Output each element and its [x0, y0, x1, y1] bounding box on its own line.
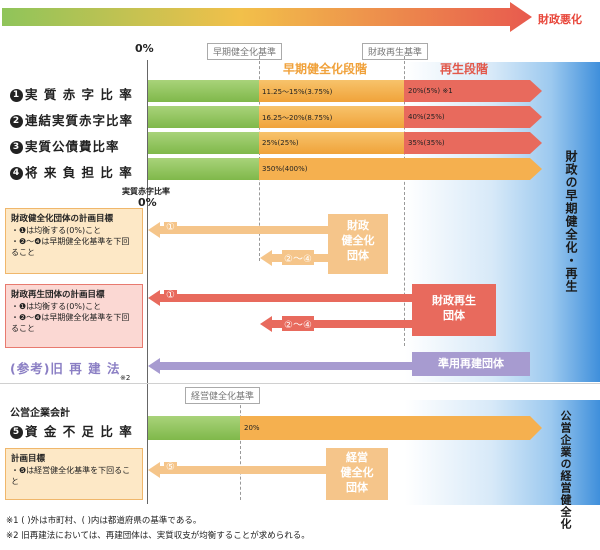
public-enterprise-title: 公営企業会計 [10, 408, 70, 419]
plan5-line: ・❺は経営健全化基準を下回ること [11, 466, 131, 486]
indicator-4-early-value: 350%(400%) [262, 165, 308, 173]
early-standard-label: 早期健全化基準 [207, 43, 283, 60]
indicator-2-number: 2 [10, 115, 23, 128]
indicator-3-bar-green [148, 132, 259, 154]
plan5-title: 計画目標 [11, 454, 46, 464]
mgmt-standard-line [240, 400, 241, 500]
indicator-5-bar-orange [240, 416, 542, 440]
side-text-bottom: 公営企業の経営健全化 [559, 410, 572, 530]
reference-group-box [412, 352, 530, 376]
footnote-2: ※2 旧再建法においては、再建団体は、実質収支が均衡することが求められる。 [6, 531, 310, 541]
sub-axis-zero: 0% [138, 196, 157, 209]
reference-group-label: 準用再建団体 [438, 357, 504, 370]
plan2-line1: ・❶は均衡する(0%)こと [11, 302, 102, 311]
indicator-1-name: 実 質 赤 字 比 率 [25, 87, 133, 102]
plan2-title: 財政再生団体の計画目標 [11, 290, 105, 300]
deterioration-arrow [2, 2, 532, 32]
plan5-arrow-label: ⑤ [164, 462, 177, 473]
indicator-2-bar-red [404, 106, 542, 128]
rebuild-standard-label: 財政再生基準 [362, 43, 429, 60]
indicator-3-name: 実質公債費比率 [25, 139, 120, 154]
rebuild-stage-label: 再生段階 [440, 62, 489, 76]
indicator-1-rebuild-value: 20%(5%) ※1 [408, 87, 453, 95]
reference-note: ※2 [120, 374, 131, 382]
plan5-group-label: 経営 健全化 団体 [340, 451, 374, 494]
indicator-5-number: 5 [10, 426, 23, 439]
plan2-arrow1-label: ① [164, 290, 177, 301]
plan1-title: 財政健全化団体の計画目標 [11, 214, 114, 224]
indicator-2-bar-green [148, 106, 259, 128]
deterioration-title: 財政悪化 [538, 13, 582, 26]
plan1-line1: ・❶は均衡する(0%)こと [11, 226, 102, 235]
indicator-3-bar-orange [259, 132, 404, 154]
plan1-box: 財政健全化団体の計画目標 ・❶は均衡する(0%)こと ・❷～❹は早期健全化基準を… [5, 208, 143, 274]
plan1-arrow1-label: ① [164, 222, 177, 233]
indicator-2-rebuild-value: 40%(25%) [408, 113, 445, 121]
plan1-group-box [328, 214, 388, 274]
side-text-top: 財政の早期健全化・再生 [564, 150, 578, 293]
plan2-group-label: 財政再生 団体 [432, 294, 476, 322]
indicator-2-name: 連結実質赤字比率 [25, 113, 134, 128]
section-divider [0, 383, 600, 384]
indicator-5-name: 資 金 不 足 比 率 [25, 424, 133, 439]
indicator-1-bar-red [404, 80, 542, 102]
indicator-5-bar-green [148, 416, 240, 440]
indicator-1-bar-orange [259, 80, 404, 102]
indicator-2-bar-orange [259, 106, 404, 128]
indicator-1-early-value: 11.25～15%(3.75%) [262, 88, 333, 96]
indicator-3-rebuild-value: 35%(35%) [408, 139, 445, 147]
reference-label: (参考)旧 再 建 法 [10, 361, 121, 376]
plan1-arrow2-label: ②～④ [282, 250, 314, 265]
indicator-4-name: 将 来 負 担 比 率 [25, 165, 133, 180]
plan2-arrow1 [148, 290, 416, 306]
indicator-3-bar-red [404, 132, 542, 154]
plan1-group-label: 財政 健全化 団体 [341, 219, 375, 262]
indicator-5-value: 20% [244, 424, 260, 432]
rebuild-standard-line [404, 56, 405, 346]
zero-axis-line [147, 60, 148, 504]
indicator-1-number: 1 [10, 89, 23, 102]
plan2-arrow2-label: ②～④ [282, 316, 314, 331]
plan2-group-box [412, 284, 496, 336]
mgmt-standard-label: 経営健全化基準 [185, 387, 261, 404]
plan5-arrow [148, 462, 328, 478]
plan5-box: 計画目標 ・❺は経営健全化基準を下回ること [5, 448, 143, 500]
sub-axis-label: 実質赤字比率 [122, 187, 170, 196]
indicator-2-early-value: 16.25～20%(8.75%) [262, 114, 333, 122]
indicator-1-bar-green [148, 80, 259, 102]
indicator-4-number: 4 [10, 167, 23, 180]
plan5-group-box [326, 448, 388, 500]
plan2-line2: ・❷～❹は早期健全化基準を下回ること [11, 313, 130, 333]
indicator-3-early-value: 25%(25%) [262, 139, 299, 147]
indicator-4-bar-green [148, 158, 259, 180]
early-stage-label: 早期健全化段階 [283, 62, 368, 76]
footnote-1: ※1 ( )外は市町村、( )内は都道府県の基準である。 [6, 516, 202, 526]
plan1-arrow1 [148, 222, 328, 238]
plan1-line2: ・❷～❹は早期健全化基準を下回ること [11, 237, 130, 257]
zero-label: 0% [135, 42, 154, 55]
indicator-3-number: 3 [10, 141, 23, 154]
reference-arrow [148, 358, 418, 374]
indicator-4-bar-orange [259, 158, 542, 180]
plan2-box: 財政再生団体の計画目標 ・❶は均衡する(0%)こと ・❷～❹は早期健全化基準を下… [5, 284, 143, 348]
